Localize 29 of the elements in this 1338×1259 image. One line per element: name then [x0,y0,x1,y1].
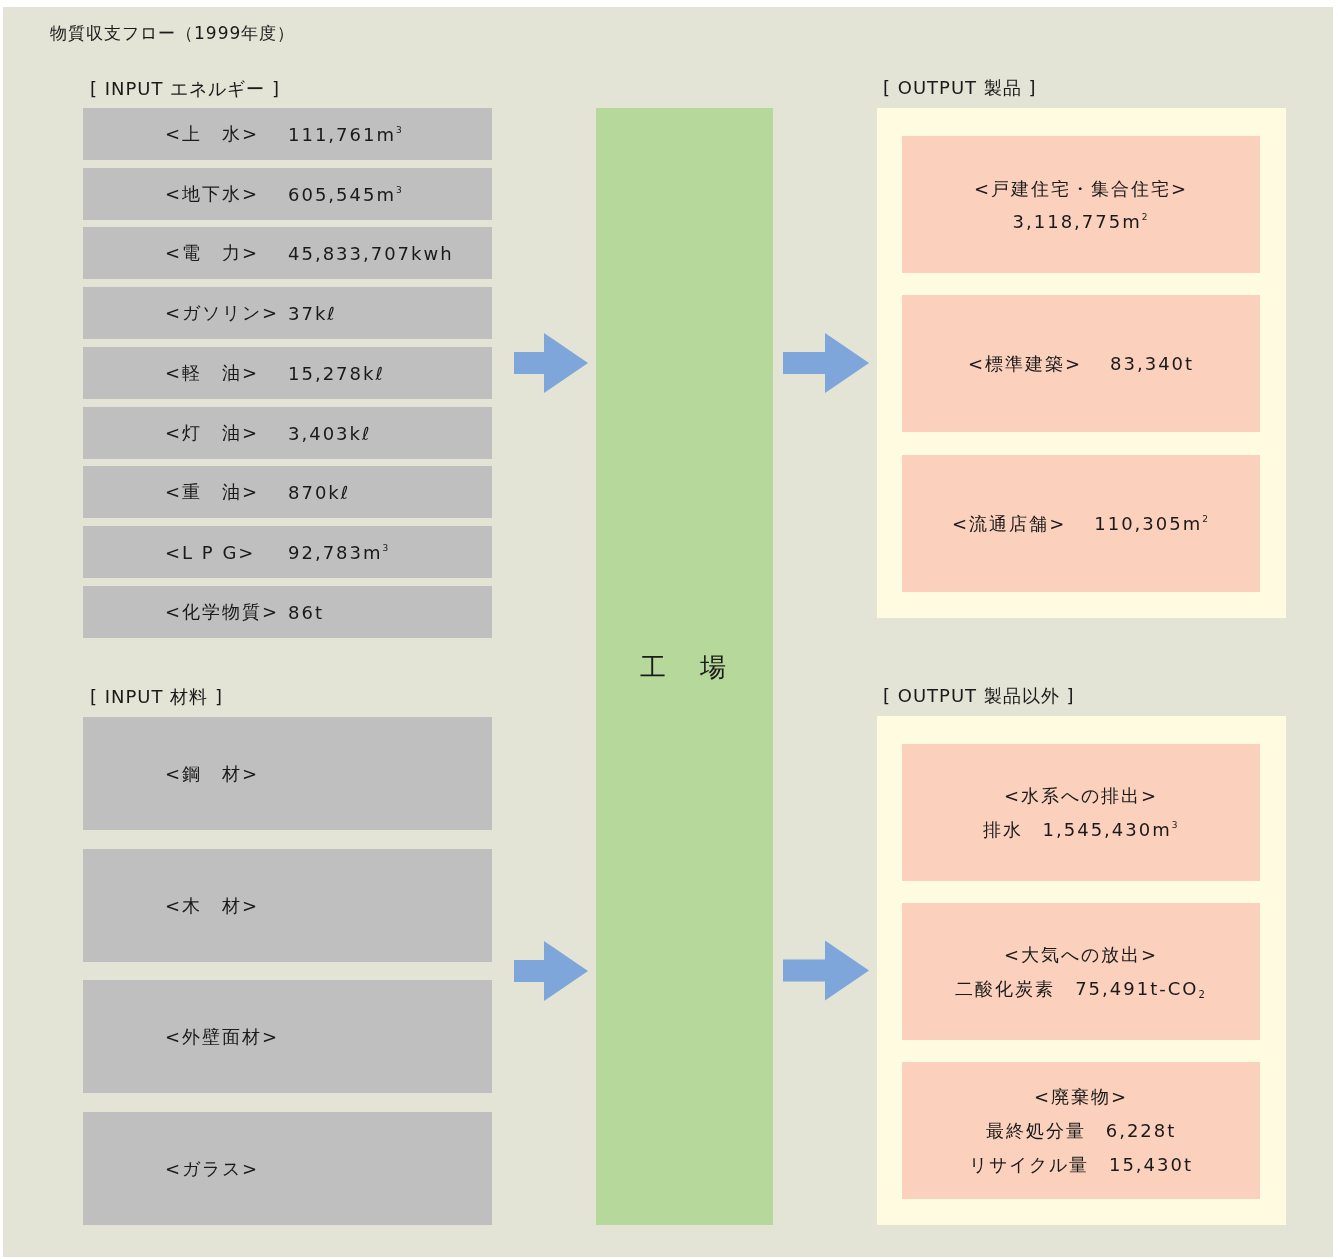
output-box: <戸建住宅・集合住宅> 3,118,775m$^{2}$ [902,136,1260,273]
section-heading: [ INPUT 材料 ] [90,685,223,709]
input-box: <軽 油> 15,278kℓ [83,346,492,399]
input-box: <外壁面材> [83,980,492,1093]
input-box: <重 油> 870kℓ [83,466,492,519]
input-box: <L P G> 92,783m$^{3}$ [83,525,492,578]
arrow [514,941,588,1001]
arrow [783,333,869,393]
factory-box: 工 場 [596,108,773,1225]
input-box: <ガソリン> 37kℓ [83,287,492,340]
arrow [514,333,588,393]
input-box: <上 水> 111,761m$^{3}$ [83,108,492,160]
output-box: <大気への放出> 二酸化炭素 75,491t-CO$_{2}$ [902,903,1260,1040]
panel-heading: [ OUTPUT 製品以外 ] [883,684,1075,708]
input-box: <灯 油> 3,403kℓ [83,406,492,459]
input-box: <ガラス> [83,1112,492,1225]
panel-heading: [ OUTPUT 製品 ] [883,76,1037,100]
section-heading: [ INPUT エネルギー ] [90,77,280,101]
input-box: <木 材> [83,849,492,962]
output-box: <流通店舗> 110,305m$^{2}$ [902,455,1260,592]
output-box: <水系への排出> 排水 1,545,430m$^{3}$ [902,744,1260,881]
input-box: <地下水> 605,545m$^{3}$ [83,167,492,220]
output-box: <廃棄物> 最終処分量 6,228t リサイクル量 15,430t [902,1062,1260,1199]
arrow [783,940,869,1001]
input-box: <電 力> 45,833,707kwh [83,227,492,280]
input-box: <鋼 材> [83,717,492,830]
output-box: <標準建築> 83,340t [902,295,1260,432]
title: 物質収支フロー（1999年度） [50,22,296,45]
input-box: <化学物質> 86t [83,585,492,638]
